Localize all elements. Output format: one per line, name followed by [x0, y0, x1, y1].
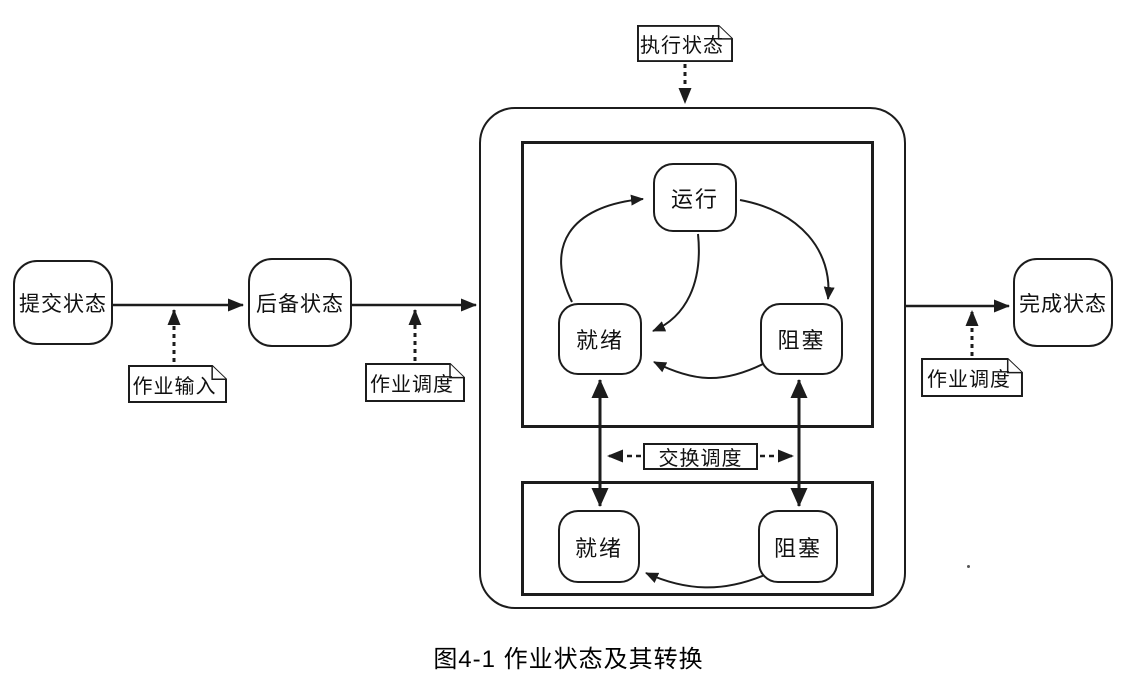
state-ready-bottom: 就绪: [558, 510, 640, 583]
state-label: 运行: [670, 186, 719, 212]
note-label: 作业调度: [927, 369, 1011, 391]
swap-schedule-text: 交换调度: [658, 448, 743, 470]
state-submit: 提交状态: [13, 260, 113, 345]
note-shape: [921, 358, 1023, 397]
note-label: 执行状态: [640, 35, 724, 57]
note-shape: [365, 363, 465, 402]
curve-ready-to-running: [560, 194, 644, 303]
figure-caption: 图4-1 作业状态及其转换: [433, 646, 704, 673]
curve-suspended-blocked-to-ready: [645, 572, 768, 589]
active-process-states-box: [521, 141, 874, 428]
note-label: 作业调度: [370, 374, 454, 396]
state-label: 阻塞: [773, 535, 822, 561]
note-label: 作业输入: [132, 375, 217, 398]
stray-dot: [967, 565, 970, 568]
state-label: 阻塞: [777, 328, 826, 353]
curve-running-to-ready: [652, 233, 700, 332]
curve-running-to-blocked: [739, 199, 835, 300]
state-running: 运行: [653, 163, 737, 232]
state-complete: 完成状态: [1013, 258, 1113, 347]
state-blocked-top: 阻塞: [760, 303, 843, 375]
suspended-process-states-box: [521, 481, 874, 596]
swap-schedule-label: 交换调度: [643, 443, 758, 470]
note-job-schedule-right: 作业调度: [921, 358, 1023, 397]
curve-blocked-to-ready: [653, 361, 764, 380]
note-execution-state: 执行状态: [637, 25, 733, 62]
note-shape: [637, 25, 733, 62]
state-label: 完成状态: [1019, 292, 1107, 316]
system-boundary-box: [479, 107, 906, 609]
state-blocked-bottom: 阻塞: [758, 510, 838, 583]
state-label: 后备状态: [256, 292, 344, 316]
note-job-input: 作业输入: [128, 365, 227, 403]
state-label: 提交状态: [19, 292, 107, 316]
state-label: 就绪: [574, 535, 623, 561]
state-label: 就绪: [575, 328, 624, 353]
note-shape: [128, 365, 227, 403]
state-backup: 后备状态: [248, 258, 352, 347]
note-job-schedule-left: 作业调度: [365, 363, 465, 402]
state-ready-top: 就绪: [558, 303, 642, 375]
